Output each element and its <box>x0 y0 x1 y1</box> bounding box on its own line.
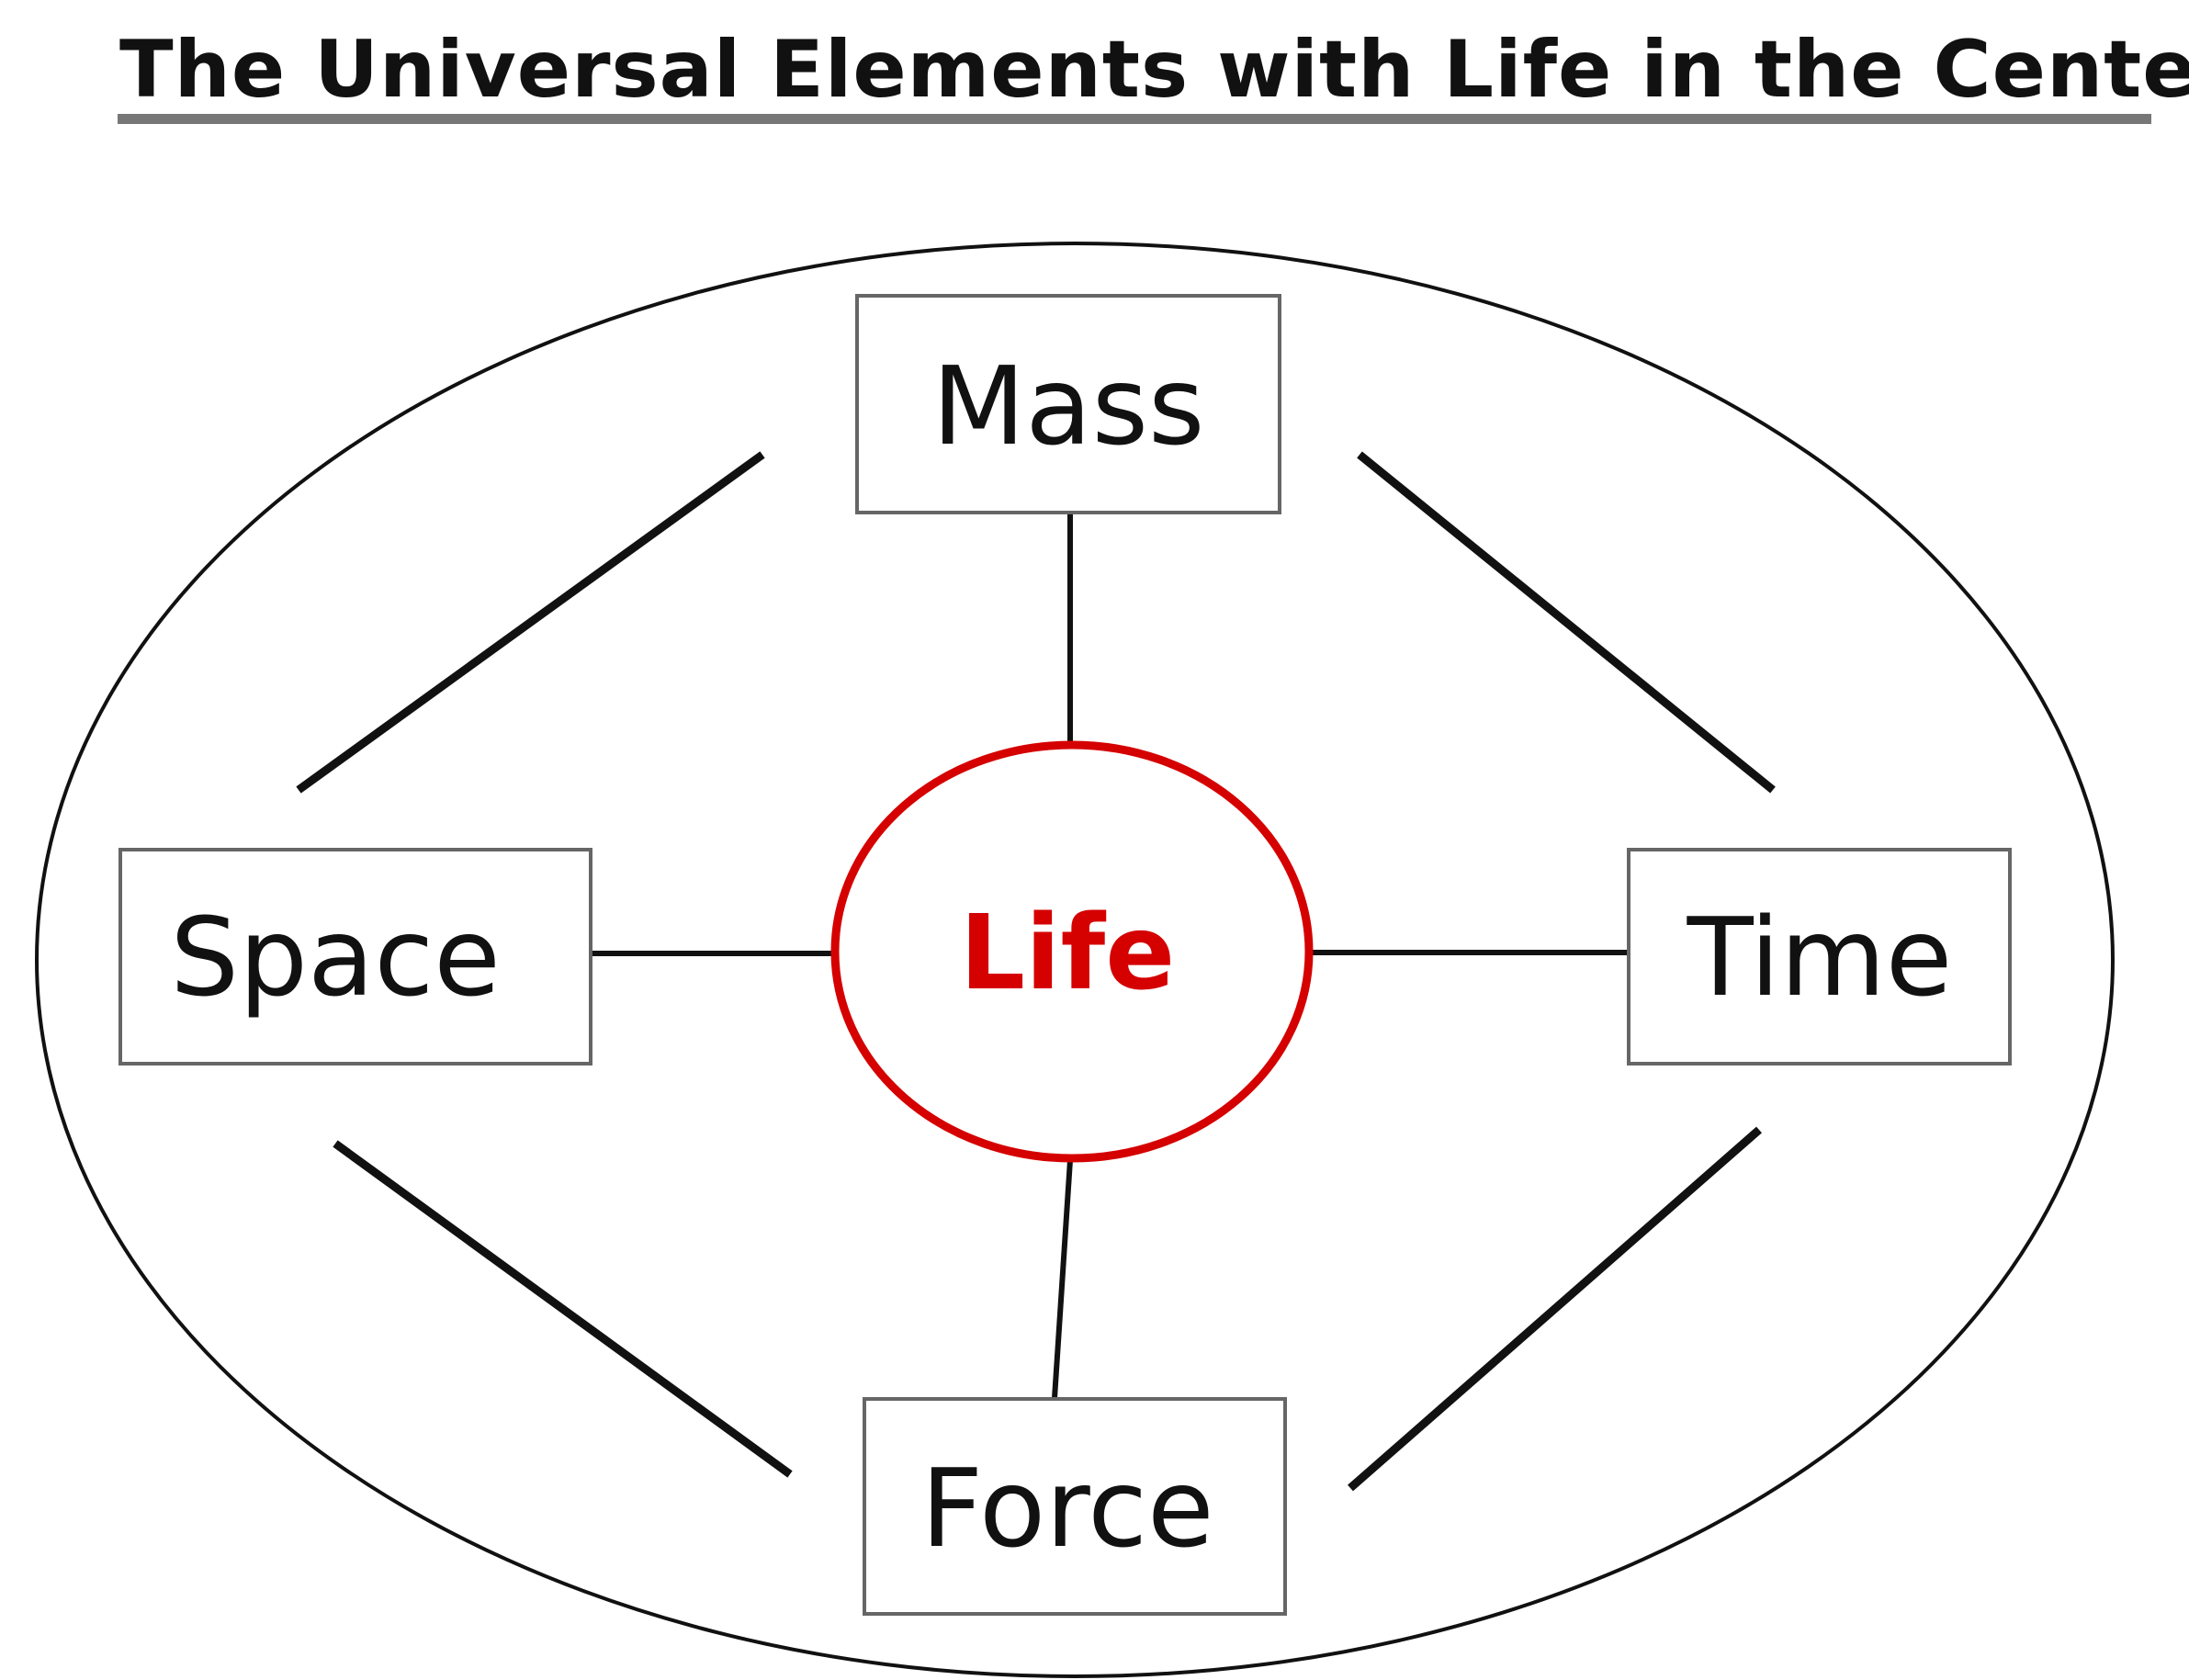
node-force: Force <box>863 1397 1287 1616</box>
connector-mass-time <box>1357 451 1776 794</box>
connector-mass-space <box>296 451 765 794</box>
outer-ellipse <box>35 242 2115 1678</box>
node-space: Space <box>118 848 592 1066</box>
center-life-circle <box>830 740 1314 1163</box>
center-life: Life <box>830 740 1314 1163</box>
connector-space-force <box>333 1140 793 1478</box>
node-time: Time <box>1627 848 2012 1066</box>
spoke-life-force <box>1052 1159 1073 1399</box>
node-force-box <box>863 1397 1287 1616</box>
node-time-box <box>1627 848 2012 1066</box>
node-space-label: Space <box>170 894 501 1020</box>
node-space-box <box>118 848 592 1066</box>
node-time-label: Time <box>1687 894 1953 1020</box>
diagram-title: The Universal Elements with Life in the … <box>119 24 2189 116</box>
node-mass: Mass <box>855 294 1281 514</box>
node-force-label: Force <box>920 1445 1213 1572</box>
title-underline <box>118 114 2151 124</box>
center-life-label: Life <box>960 894 1175 1013</box>
node-mass-label: Mass <box>931 343 1204 469</box>
node-mass-box <box>855 294 1281 514</box>
connector-time-force <box>1348 1126 1762 1492</box>
